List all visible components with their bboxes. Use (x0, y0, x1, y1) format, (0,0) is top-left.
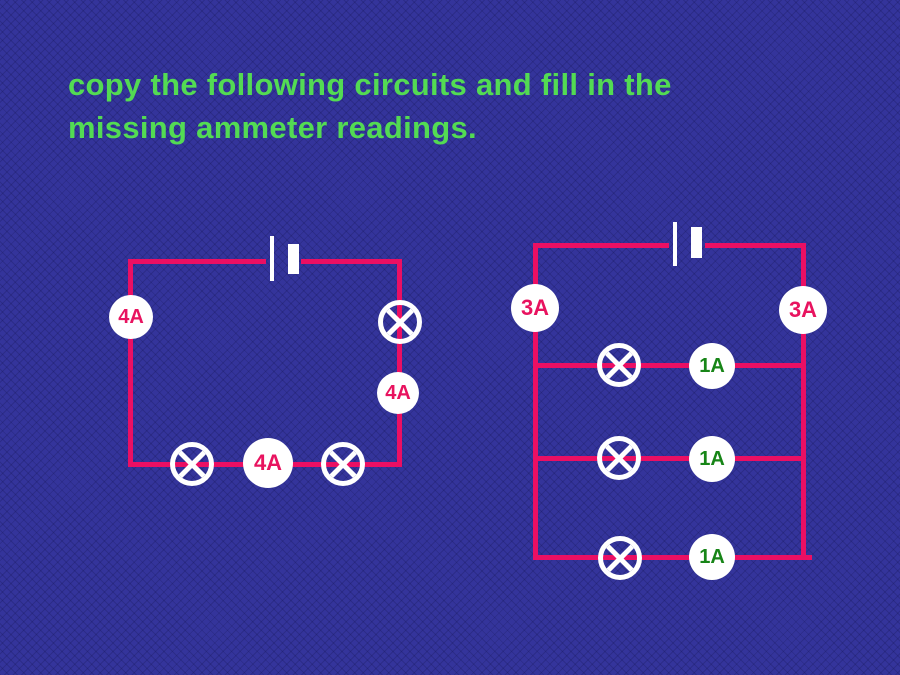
lamp-icon (597, 436, 641, 480)
ammeter-reading: 4A (118, 305, 144, 328)
ammeter-badge: 3A (779, 286, 827, 334)
battery-cell-icon (288, 244, 299, 274)
ammeter-reading: 1A (699, 354, 725, 377)
ammeter-reading: 1A (699, 447, 725, 470)
slide-title: copy the following circuits and fill in … (68, 67, 672, 145)
ammeter-reading: 4A (385, 381, 411, 404)
wire-segment (705, 243, 806, 248)
ammeter-reading: 4A (253, 450, 283, 475)
wire-segment (535, 363, 803, 368)
wire-segment (397, 259, 402, 467)
ammeter-badge: 1A (689, 436, 735, 482)
wire-segment (533, 243, 669, 248)
wire-segment (535, 456, 803, 461)
lamp-icon (598, 536, 642, 580)
battery-cell-icon (691, 227, 702, 258)
lamp-icon (170, 442, 214, 486)
battery-cell-icon (673, 222, 677, 266)
wire-segment (801, 243, 806, 560)
ammeter-badge: 4A (243, 438, 293, 488)
lamp-icon (378, 300, 422, 344)
ammeter-badge: 4A (109, 295, 153, 339)
lamp-icon (321, 442, 365, 486)
ammeter-reading: 1A (699, 545, 725, 568)
ammeter-reading: 3A (788, 297, 818, 322)
wire-segment (301, 259, 402, 264)
wire-segment (533, 243, 538, 560)
ammeter-reading: 3A (520, 295, 550, 320)
lamp-icon (597, 343, 641, 387)
ammeter-badge: 4A (377, 372, 419, 414)
wire-segment (128, 259, 266, 264)
wire-segment (128, 259, 133, 467)
battery-cell-icon (270, 236, 274, 281)
ammeter-badge: 3A (511, 284, 559, 332)
ammeter-badge: 1A (689, 343, 735, 389)
ammeter-badge: 1A (689, 534, 735, 580)
wire-segment (533, 555, 812, 560)
